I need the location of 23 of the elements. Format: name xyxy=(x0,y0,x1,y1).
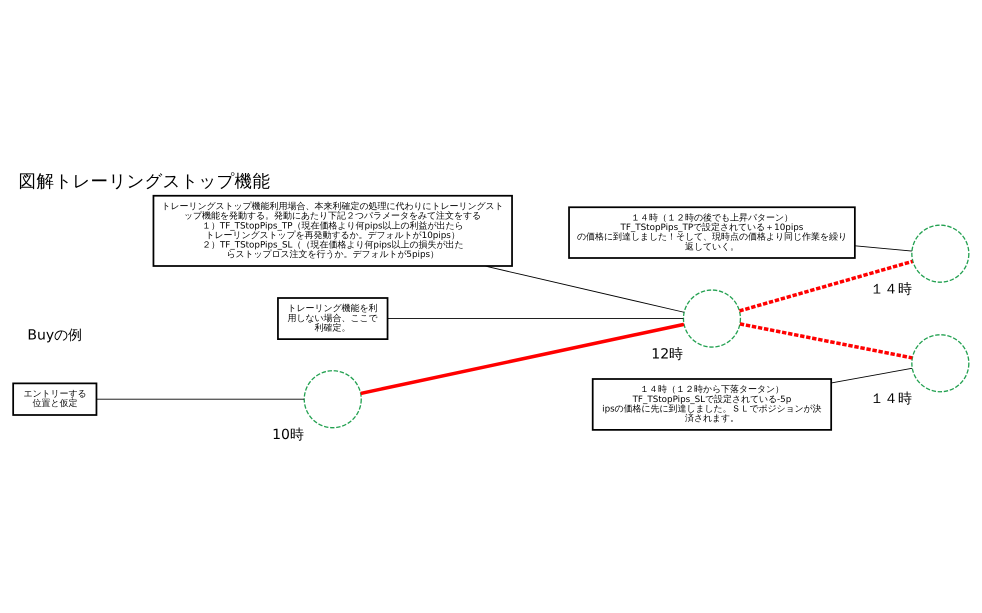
node-circle xyxy=(682,289,742,348)
node-label: 12時 xyxy=(651,346,684,362)
node-label: １４時 xyxy=(870,281,912,298)
connector xyxy=(96,398,304,400)
connector xyxy=(387,318,684,319)
node-circle xyxy=(911,224,970,283)
connector xyxy=(739,260,914,313)
node-box: エントリーする位置と仮定 xyxy=(12,382,98,416)
node-circle xyxy=(304,370,362,428)
connector xyxy=(831,368,912,384)
node-box: １４時（１２時の後でも上昇パターン） TF_TStopPips_TPで設定されている＋10pipsの価格に到達しました！そして、現時点の価格より同じ作業を繰り返していく。 xyxy=(568,206,856,259)
connector xyxy=(360,322,684,396)
connector xyxy=(740,322,913,360)
node-label: 10時 xyxy=(272,426,304,443)
connector xyxy=(484,266,684,313)
node-label: １４時 xyxy=(870,390,912,407)
node-box: １４時（１２時から下落タータン） TF_TStopPips_SLで設定されている-5pipsの価格に先に到達しました。ＳＬでポジションが決済されます。 xyxy=(592,378,832,431)
connector xyxy=(854,245,912,252)
diagram-title: 図解トレーリングストップ機能 xyxy=(18,172,271,192)
node-box: トレーリングストップ機能利用場合、本来利確定の処理に代わりにトレーリングストップ機能を発動する。発動にあたり下記２つパラメータをみて注文をする １）TF_TStopPips_TP（現在価格より何pips以上の利益が出たらトレーリングストップを再発動するか。デフォルトが10pips） ２）TF_TStopPips_SL（（現在価格より何pips以上の損失が出たらストップロス注文を行うか。デフォルトが5pips） xyxy=(152,194,513,267)
label: Buyの例 xyxy=(27,327,82,344)
node-circle xyxy=(911,334,970,392)
node-box: トレーリング機能を利用しない場合、ここで利確定。 xyxy=(277,297,388,340)
